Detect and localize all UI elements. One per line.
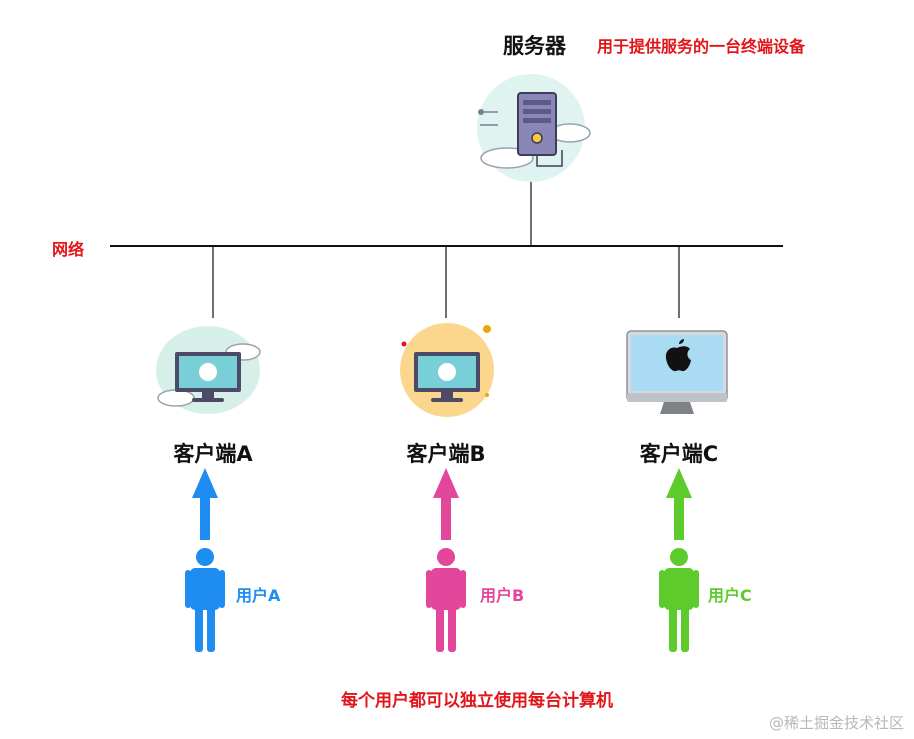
monitor-cloud-icon — [156, 326, 261, 414]
client-b-label: 客户端B — [406, 442, 486, 466]
server-icon — [477, 74, 591, 182]
imac-icon — [626, 330, 728, 414]
user-c-figure — [659, 468, 699, 652]
user-a-figure — [185, 468, 225, 652]
user-b-figure — [426, 468, 466, 652]
user-c-label: 用户C — [708, 586, 752, 605]
user-a-label: 用户A — [236, 586, 281, 605]
client-c-label: 客户端C — [639, 442, 719, 466]
network-label: 网络 — [52, 240, 85, 259]
watermark: @稀土掘金技术社区 — [768, 714, 904, 732]
server-title: 服务器 — [503, 34, 566, 58]
user-b-label: 用户B — [480, 586, 525, 605]
client-a-label: 客户端A — [173, 442, 253, 466]
monitor-sun-icon — [400, 323, 494, 417]
footer-caption: 每个用户都可以独立使用每台计算机 — [341, 691, 613, 711]
server-description: 用于提供服务的一台终端设备 — [597, 37, 806, 56]
